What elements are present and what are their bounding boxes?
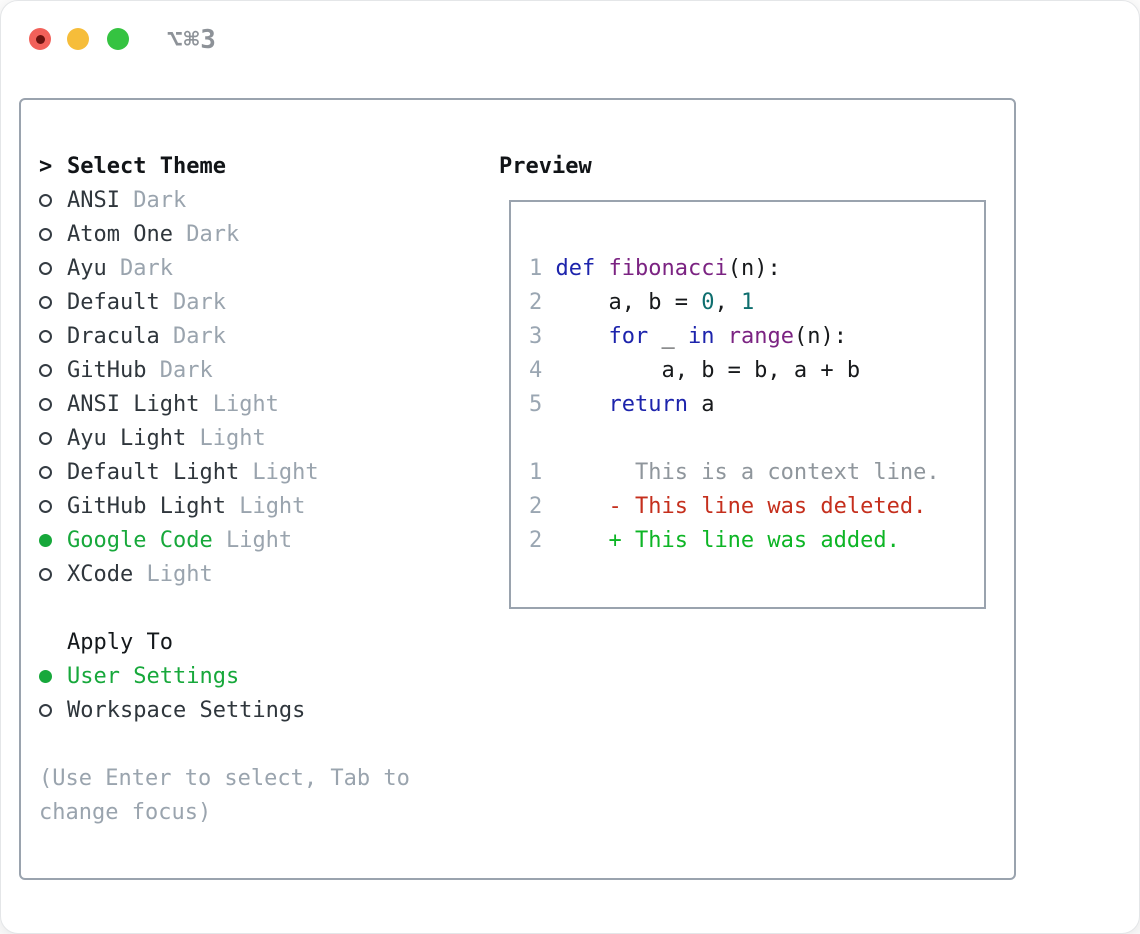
select-theme-header: > Select Theme — [39, 149, 410, 183]
code-line: 2 - This line was deleted. — [529, 494, 927, 519]
close-button[interactable] — [29, 28, 51, 50]
radio-selected-icon — [39, 669, 67, 683]
apply-option-label: Workspace Settings — [67, 697, 306, 723]
theme-name: Atom One — [67, 221, 173, 247]
theme-name: Default — [67, 289, 160, 315]
theme-name: ANSI — [67, 187, 120, 213]
theme-variant: Dark — [146, 357, 213, 383]
theme-option-dracula[interactable]: Dracula Dark — [39, 319, 410, 353]
code-line: 2 a, b = 0, 1 — [529, 290, 755, 315]
minimize-button[interactable] — [67, 28, 89, 50]
preview-title: Preview — [499, 153, 592, 179]
window-shortcut-label: ⌥⌘3 — [167, 25, 217, 55]
theme-name: Default Light — [67, 459, 240, 485]
theme-variant: Light — [186, 425, 266, 451]
code-line: 1 def fibonacci(n): — [529, 256, 781, 281]
spacer — [39, 727, 410, 761]
theme-name: GitHub Light — [67, 493, 226, 519]
code-line: 2 + This line was added. — [529, 528, 900, 553]
keyboard-hint-line-1: (Use Enter to select, Tab to — [39, 765, 410, 791]
code-line: 1 This is a context line. — [529, 460, 940, 485]
radio-icon — [39, 499, 67, 513]
select-theme-title: Select Theme — [67, 153, 226, 179]
theme-option-github[interactable]: GitHub Dark — [39, 353, 410, 387]
theme-variant: Light — [225, 493, 306, 519]
maximize-button[interactable] — [107, 28, 129, 50]
radio-icon — [39, 431, 67, 445]
radio-icon — [39, 193, 67, 207]
theme-option-default[interactable]: Default Dark — [39, 285, 410, 319]
theme-option-ayu[interactable]: Ayu Dark — [39, 251, 410, 285]
preview-box: 1 def fibonacci(n): 2 a, b = 0, 1 3 for _ … — [509, 200, 986, 609]
radio-icon — [39, 397, 67, 411]
theme-name: Ayu Light — [67, 425, 187, 451]
keyboard-hint-line-2: change focus) — [39, 799, 212, 825]
theme-variant: Light — [199, 391, 279, 417]
radio-selected-icon — [39, 533, 67, 547]
spacer — [39, 591, 410, 625]
radio-icon — [39, 227, 67, 241]
theme-option-google-code[interactable]: Google Code Light — [39, 523, 410, 557]
radio-icon — [39, 329, 67, 343]
close-dot-icon — [35, 34, 45, 44]
theme-option-atom-one[interactable]: Atom One Dark — [39, 217, 410, 251]
theme-option-xcode[interactable]: XCode Light — [39, 557, 410, 591]
titlebar: ⌥⌘3 — [1, 1, 1139, 77]
radio-icon — [39, 567, 67, 581]
theme-name: Dracula — [67, 323, 160, 349]
preview-code: 1 def fibonacci(n): 2 a, b = 0, 1 3 for _ … — [511, 202, 984, 558]
theme-option-ansi-light[interactable]: ANSI Light Light — [39, 387, 410, 421]
apply-option-workspace-settings[interactable]: Workspace Settings — [39, 693, 410, 727]
code-line — [529, 422, 984, 456]
theme-name: XCode — [67, 561, 134, 587]
theme-option-default-light[interactable]: Default Light Light — [39, 455, 410, 489]
radio-icon — [39, 295, 67, 309]
apply-option-user-settings[interactable]: User Settings — [39, 659, 410, 693]
code-line: 4 a, b = b, a + b — [529, 358, 861, 383]
radio-icon — [39, 261, 67, 275]
theme-option-ansi[interactable]: ANSI Dark — [39, 183, 410, 217]
prompt-icon: > — [39, 153, 53, 179]
theme-variant: Dark — [159, 289, 226, 315]
theme-name: ANSI Light — [67, 391, 200, 417]
radio-icon — [39, 465, 67, 479]
theme-variant: Dark — [159, 323, 226, 349]
theme-variant: Dark — [119, 187, 187, 213]
theme-variant: Dark — [172, 221, 240, 247]
theme-variant: Light — [212, 527, 293, 553]
theme-variant: Dark — [106, 255, 173, 281]
theme-name: GitHub — [67, 357, 147, 383]
theme-option-github-light[interactable]: GitHub Light Light — [39, 489, 410, 523]
apply-option-label: User Settings — [67, 663, 240, 689]
apply-to-title: Apply To — [67, 629, 173, 655]
theme-name: Google Code — [67, 527, 213, 553]
code-line: 3 for _ in range(n): — [529, 324, 847, 349]
theme-variant: Light — [133, 561, 213, 587]
apply-to-header: Apply To — [39, 625, 410, 659]
code-line: 5 return a — [529, 392, 715, 417]
theme-name: Ayu — [67, 255, 107, 281]
theme-variant: Light — [239, 459, 319, 485]
radio-icon — [39, 703, 67, 717]
radio-icon — [39, 363, 67, 377]
theme-option-ayu-light[interactable]: Ayu Light Light — [39, 421, 410, 455]
